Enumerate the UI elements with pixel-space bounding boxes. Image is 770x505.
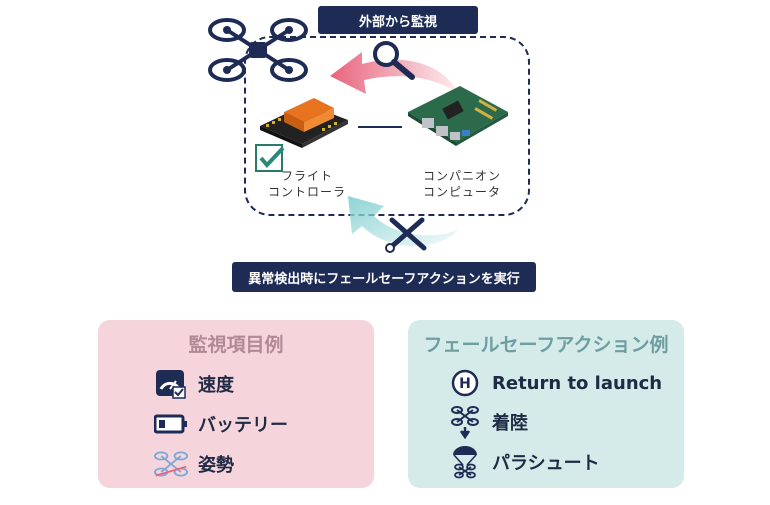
monitor-item-battery: バッテリー [154, 404, 288, 444]
flight-controller-label-line1: フライト [280, 169, 333, 183]
monitor-arrow [330, 52, 460, 94]
connection-line [358, 126, 402, 128]
drone-landing-icon [448, 406, 482, 439]
monitor-item-battery-label: バッテリー [198, 415, 288, 436]
failsafe-actions-panel: フェールセーフアクション例 H Return to launch [408, 320, 684, 488]
monitor-item-attitude-label: 姿勢 [198, 455, 234, 476]
flight-controller-label: フライト コントローラ [262, 168, 352, 200]
monitor-panel-title: 監視項目例 [188, 334, 284, 356]
monitor-items-panel: 監視項目例 速度 バッテリー [98, 320, 374, 488]
failsafe-arrow [348, 196, 458, 247]
failsafe-item-rtl: H Return to launch [448, 364, 662, 402]
check-icon [255, 144, 285, 172]
companion-computer-image [408, 86, 508, 146]
monitor-item-attitude: 姿勢 [154, 444, 288, 484]
flight-controller-image [260, 98, 348, 148]
failsafe-panel-title: フェールセーフアクション例 [423, 334, 669, 356]
flight-controller-label-line2: コントローラ [267, 185, 346, 199]
helipad-icon: H [448, 368, 482, 398]
failsafe-item-parachute: パラシュート [448, 442, 662, 482]
battery-icon [154, 409, 188, 439]
monitor-item-speed: 速度 [154, 364, 288, 404]
parachute-icon [448, 446, 482, 479]
failsafe-item-landing: 着陸 [448, 402, 662, 442]
drone-icon [208, 18, 308, 82]
system-frame [244, 36, 530, 216]
failsafe-item-landing-label: 着陸 [492, 413, 528, 434]
magnifier-icon [373, 41, 415, 80]
svg-text:H: H [459, 376, 471, 392]
monitor-externally-banner: 外部から監視 [318, 6, 478, 34]
failsafe-item-rtl-label: Return to launch [492, 372, 663, 394]
companion-computer-label-line1: コンパニオン [422, 169, 501, 183]
failsafe-item-parachute-label: パラシュート [492, 453, 600, 474]
drone-attitude-icon [154, 449, 188, 479]
monitor-item-speed-label: 速度 [198, 375, 234, 396]
tools-icon [385, 217, 427, 253]
speedometer-icon [154, 369, 188, 399]
failsafe-execution-banner: 異常検出時にフェールセーフアクションを実行 [232, 262, 536, 292]
companion-computer-label-line2: コンピュータ [422, 185, 501, 199]
companion-computer-label: コンパニオン コンピュータ [412, 168, 512, 200]
